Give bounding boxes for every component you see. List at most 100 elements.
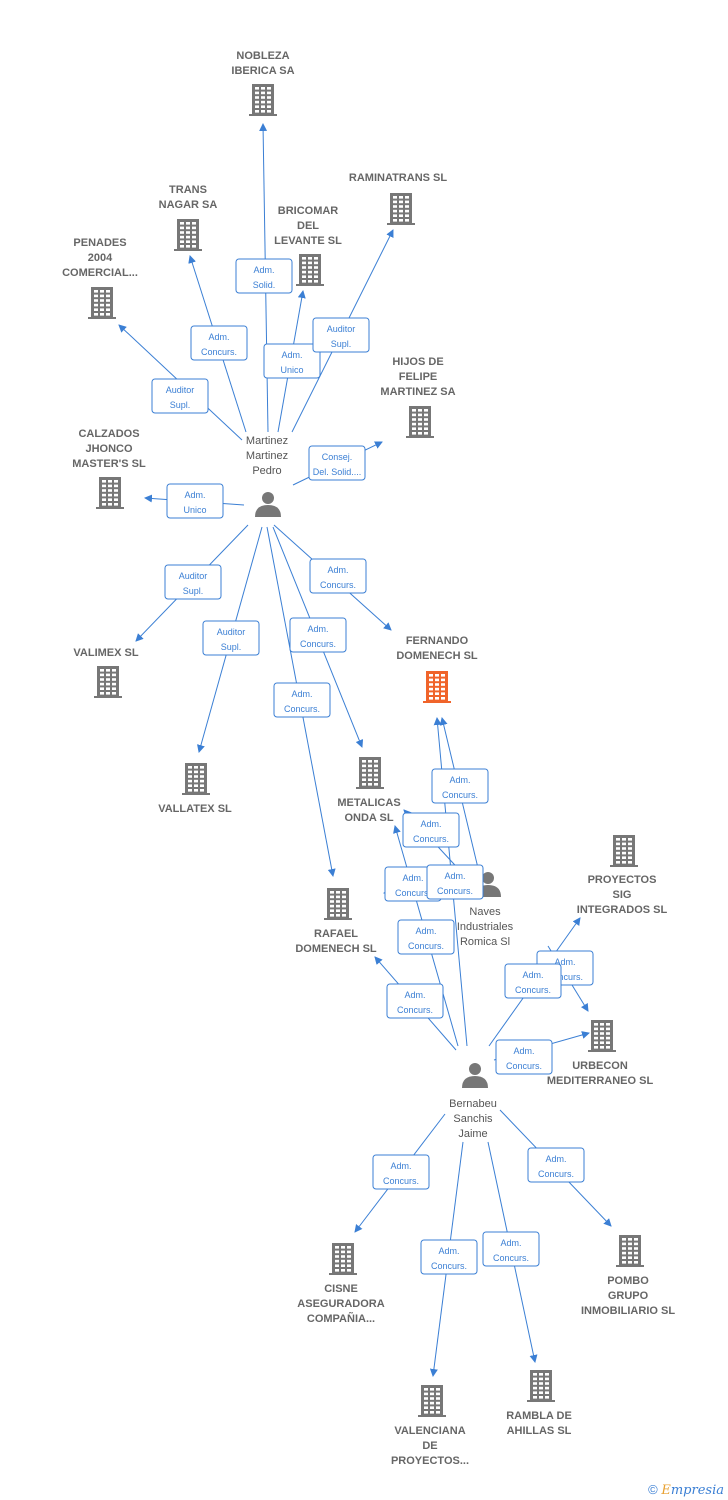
building-window xyxy=(194,789,198,792)
relation-label[interactable]: Adm.Concurs. xyxy=(372,1154,430,1190)
company-building-icon[interactable] xyxy=(96,477,124,509)
company-building-icon[interactable] xyxy=(527,1370,555,1402)
company-building-icon[interactable] xyxy=(174,219,202,251)
relation-label[interactable]: Adm.Concurs. xyxy=(504,963,562,999)
building-window xyxy=(308,257,312,260)
relation-label-box xyxy=(504,963,562,999)
building-window xyxy=(628,1251,632,1255)
building-window xyxy=(100,673,104,677)
building-base xyxy=(387,223,415,225)
building-window xyxy=(435,692,439,695)
building-window xyxy=(347,1255,351,1258)
company-label-valimex: VALIMEX SL xyxy=(73,647,138,659)
company-building-icon[interactable] xyxy=(296,254,324,286)
company-building-icon[interactable] xyxy=(387,193,415,225)
building-window xyxy=(255,105,259,108)
label-line: BRICOMAR xyxy=(278,205,339,217)
relation-label-text: Concurs. xyxy=(547,972,583,982)
building-window xyxy=(261,110,265,113)
building-window xyxy=(393,196,397,199)
focus-company-building-icon[interactable] xyxy=(423,671,451,703)
person-icon[interactable] xyxy=(462,1063,488,1088)
relation-label[interactable]: Adm.Concurs. xyxy=(402,812,460,848)
label-line: VALLATEX SL xyxy=(158,803,232,815)
building-window xyxy=(628,1242,632,1246)
building-window xyxy=(188,784,192,787)
company-building-icon[interactable] xyxy=(88,287,116,319)
building-window xyxy=(336,914,340,917)
building-window xyxy=(314,257,318,260)
building-window xyxy=(330,904,334,908)
relation-label[interactable]: Adm.Concurs. xyxy=(527,1147,585,1183)
building-base xyxy=(610,865,638,867)
company-building-icon[interactable] xyxy=(249,84,277,116)
building-window xyxy=(616,847,620,850)
building-window xyxy=(634,1242,638,1246)
relation-label[interactable]: Adm.Concurs. xyxy=(426,864,484,900)
building-window xyxy=(418,409,422,412)
building-window xyxy=(628,838,632,841)
relation-label[interactable]: Adm.Solid. xyxy=(235,258,293,294)
company-building-icon[interactable] xyxy=(406,406,434,438)
relation-label-text: Adm. xyxy=(415,926,436,936)
company-building-icon[interactable] xyxy=(610,835,638,867)
company-building-icon[interactable] xyxy=(182,763,210,795)
building-window xyxy=(362,778,366,781)
label-line: HIJOS DE xyxy=(392,356,443,368)
company-building-icon[interactable] xyxy=(356,757,384,789)
building-window xyxy=(94,303,98,307)
person-icon[interactable] xyxy=(255,492,281,517)
relation-label-text: Concurs. xyxy=(493,1253,529,1263)
building-window xyxy=(374,769,378,772)
relation-label[interactable]: Adm.Concurs. xyxy=(482,1231,540,1267)
label-line: MEDITERRANEO SL xyxy=(547,1075,654,1087)
relation-label-text: Adm. xyxy=(444,871,465,881)
relation-label-text: Auditor xyxy=(166,385,195,395)
building-window xyxy=(594,1046,598,1049)
building-window xyxy=(106,299,110,302)
company-building-icon[interactable] xyxy=(324,888,352,920)
relation-label[interactable]: Consej.Del. Solid.... xyxy=(308,445,366,481)
building-window xyxy=(108,493,112,497)
building-window xyxy=(302,275,306,278)
building-window xyxy=(192,240,196,243)
building-window xyxy=(267,105,271,108)
company-building-icon[interactable] xyxy=(616,1235,644,1267)
brand-initial: E xyxy=(661,1483,671,1498)
relation-label[interactable]: Adm.Unico xyxy=(166,483,224,519)
relation-label[interactable]: Adm.Concurs. xyxy=(495,1039,553,1075)
building-window xyxy=(436,1406,440,1409)
relation-label[interactable]: Adm.Concurs. xyxy=(431,768,489,804)
label-line: ONDA SL xyxy=(344,812,393,824)
building-window xyxy=(336,904,340,908)
relation-label-box xyxy=(482,1231,540,1267)
relation-label-text: Concurs. xyxy=(538,1169,574,1179)
company-building-icon[interactable] xyxy=(329,1243,357,1275)
relation-label-text: Del. Solid.... xyxy=(313,467,362,477)
footer-brand[interactable]: © Empresia xyxy=(648,1482,724,1498)
relation-label[interactable]: Adm.Unico xyxy=(263,343,321,379)
relation-label[interactable]: Adm.Concurs. xyxy=(309,558,367,594)
building-window xyxy=(112,669,116,672)
relation-label[interactable]: Adm.Concurs. xyxy=(289,617,347,653)
building-window xyxy=(435,687,439,691)
relation-label[interactable]: Adm.Concurs. xyxy=(190,325,248,361)
relation-label-text: Concurs. xyxy=(515,985,551,995)
company-building-icon[interactable] xyxy=(94,666,122,698)
relation-label[interactable]: Adm.Concurs. xyxy=(397,919,455,955)
label-line: PROYECTOS xyxy=(588,874,657,886)
company-building-icon[interactable] xyxy=(588,1020,616,1052)
building-window xyxy=(374,778,378,781)
label-line: RAFAEL xyxy=(314,928,358,940)
building-window xyxy=(622,842,626,846)
company-building-icon[interactable] xyxy=(418,1385,446,1417)
relation-label[interactable]: Adm.Concurs. xyxy=(386,983,444,1019)
building-window xyxy=(606,1023,610,1026)
relation-label[interactable]: Adm.Concurs. xyxy=(420,1239,478,1275)
relation-label[interactable]: Adm.Concurs. xyxy=(273,682,331,718)
